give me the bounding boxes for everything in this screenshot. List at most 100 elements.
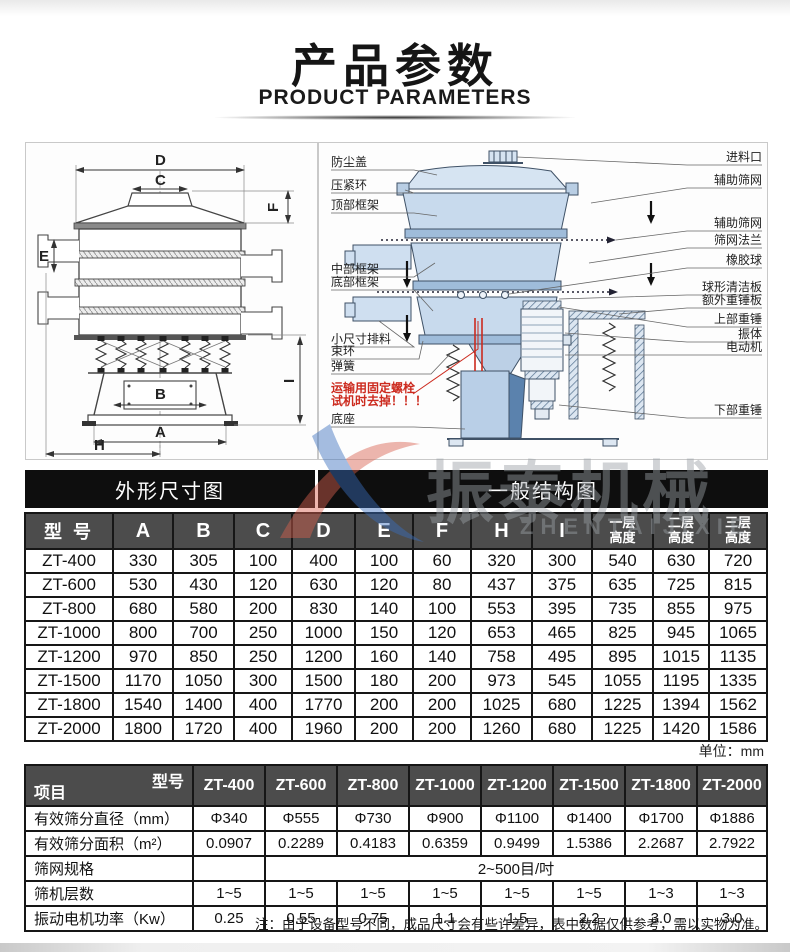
header-line-2: 高度: [724, 530, 751, 545]
size-value-cell: 720: [708, 548, 768, 574]
dimension-diagram: D C E F: [37, 152, 306, 457]
spec-value-cell: 2.7922: [696, 830, 768, 857]
spec-model-header: ZT-1800: [624, 764, 698, 807]
size-value-cell: 1562: [708, 692, 768, 718]
size-value-cell: 1394: [652, 692, 710, 718]
dimension-diagram-panel: D C E F: [25, 142, 318, 460]
spec-value-cell: 0.4183: [336, 830, 410, 857]
spec-value-cell: 2.2687: [624, 830, 698, 857]
label-small-discharge: 小尺寸排料: [331, 332, 391, 346]
spec-value-cell: Φ730: [336, 805, 410, 832]
size-value-cell: 700: [172, 620, 235, 646]
size-value-cell: 815: [708, 572, 768, 598]
size-value-cell: 680: [531, 692, 593, 718]
size-col-header: B: [172, 512, 235, 550]
label-aux-screen-1: 辅助筛网: [714, 172, 762, 187]
label-rubber-ball: 橡胶球: [726, 252, 762, 267]
spec-value-cell: 1~5: [264, 880, 338, 907]
spec-value-cell: 1~5: [552, 880, 626, 907]
spec-item-cell: 有效筛分直径（mm）: [24, 805, 194, 832]
size-value-cell: 635: [591, 572, 654, 598]
size-value-cell: 630: [652, 548, 710, 574]
label-feed-inlet: 进料口: [726, 150, 762, 164]
spec-value-cell: Φ1700: [624, 805, 698, 832]
size-value-cell: 160: [354, 644, 414, 670]
model-cell: ZT-1500: [24, 668, 114, 694]
corner-header-cell: 型号 项目: [24, 764, 194, 807]
model-cell: ZT-1000: [24, 620, 114, 646]
dim-label-c: C: [155, 172, 166, 189]
model-cell: ZT-1800: [24, 692, 114, 718]
size-value-cell: 465: [531, 620, 593, 646]
dim-label-b: B: [155, 386, 166, 403]
model-cell: ZT-600: [24, 572, 114, 598]
label-aux-screen-2: 辅助筛网: [714, 215, 762, 230]
size-value-cell: 250: [233, 620, 293, 646]
bottom-gradient-band: [0, 943, 790, 952]
size-value-cell: 305: [172, 548, 235, 574]
label-base: 底座: [331, 411, 355, 426]
size-col-header: 二层高度: [652, 512, 710, 550]
size-value-cell: 545: [531, 668, 593, 694]
size-value-cell: 120: [233, 572, 293, 598]
size-value-cell: 830: [291, 596, 356, 622]
size-value-cell: 553: [470, 596, 533, 622]
spec-value-cell: Φ1886: [696, 805, 768, 832]
spec-value-cell: Φ1100: [480, 805, 554, 832]
size-value-cell: 1770: [291, 692, 356, 718]
structure-diagram-panel: 防尘盖 压紧环 顶部框架 中部框架 底部框架 小尺寸排料 束环 弹簧 运输用固定…: [318, 142, 768, 460]
size-value-cell: 150: [354, 620, 414, 646]
size-value-cell: 375: [531, 572, 593, 598]
size-col-header: H: [470, 512, 533, 550]
label-middle-frame: 中部框架: [331, 261, 379, 276]
label-screen-flange: 筛网法兰: [714, 232, 762, 247]
size-value-cell: 200: [354, 716, 414, 742]
label-lower-weight: 下部重锤: [714, 402, 762, 417]
size-value-cell: 970: [112, 644, 174, 670]
size-value-cell: 1050: [172, 668, 235, 694]
size-value-cell: 800: [112, 620, 174, 646]
size-value-cell: 895: [591, 644, 654, 670]
label-spring: 弹簧: [331, 358, 355, 373]
spec-value-cell: 1~5: [408, 880, 482, 907]
size-value-cell: 1000: [291, 620, 356, 646]
label-band-ring: 束环: [331, 344, 355, 358]
page-title: 产品参数: [291, 40, 499, 92]
spec-item-cell: 筛网规格: [24, 855, 194, 882]
spec-model-header: ZT-1200: [480, 764, 554, 807]
spec-value-cell: Φ340: [192, 805, 266, 832]
size-value-cell: 300: [233, 668, 293, 694]
model-cell: ZT-400: [24, 548, 114, 574]
label-bottom-frame: 底部框架: [331, 274, 379, 289]
spec-value-cell: 0.75: [336, 905, 410, 932]
label-extra-weight-plate: 额外重锤板: [702, 292, 762, 307]
spec-value-cell: Φ1400: [552, 805, 626, 832]
spec-value-cell: 1~5: [480, 880, 554, 907]
spec-value-cell: 1~5: [192, 880, 266, 907]
spec-value-cell: 1.5: [480, 905, 554, 932]
spec-model-header: ZT-800: [336, 764, 410, 807]
size-value-cell: 495: [531, 644, 593, 670]
spec-value-cell: 1.1: [408, 905, 482, 932]
dim-label-e: E: [39, 248, 49, 265]
size-value-cell: 100: [412, 596, 472, 622]
structure-diagram: 防尘盖 压紧环 顶部框架 中部框架 底部框架 小尺寸排料 束环 弹簧 运输用固定…: [331, 150, 762, 447]
model-cell: ZT-800: [24, 596, 114, 622]
size-value-cell: 725: [652, 572, 710, 598]
size-col-model-header: 型 号: [24, 512, 114, 550]
label-dust-cover: 防尘盖: [331, 154, 367, 169]
model-cell: ZT-2000: [24, 716, 114, 742]
size-value-cell: 1170: [112, 668, 174, 694]
corner-label-model: 型号: [151, 774, 184, 791]
spec-value-cell: 0.55: [264, 905, 338, 932]
size-value-cell: 580: [172, 596, 235, 622]
size-col-header: 三层高度: [708, 512, 768, 550]
